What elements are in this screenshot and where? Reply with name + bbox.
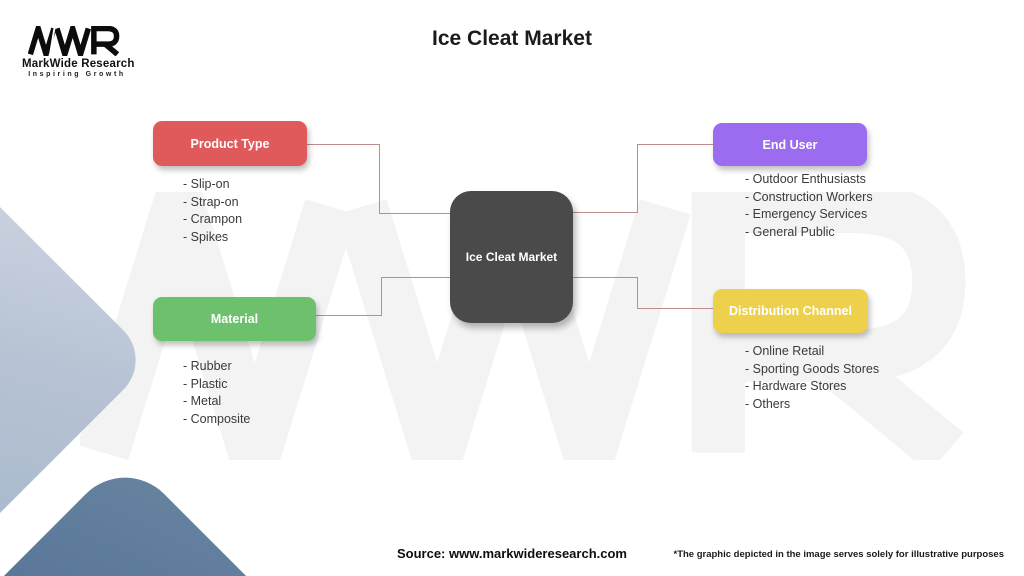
list-item: - Crampon [183,212,243,227]
list-item: - Construction Workers [745,189,873,204]
corner-diamond-dark [0,454,338,576]
list-item: - Strap-on [183,194,239,209]
list-item: - Others [745,396,791,411]
branch-label: Material [210,312,259,326]
connector-segment [637,144,713,145]
connector-segment [381,277,382,316]
list-item: - Hardware Stores [745,379,847,394]
mwr-logo-icon [28,26,120,56]
branch-box-end-user: End User [713,123,867,166]
item-list-distribution-channel: - Online Retail - Sporting Goods Stores … [745,343,879,413]
center-node-label: Ice Cleat Market [465,250,558,264]
list-item: - Spikes [183,229,229,244]
list-item: - Composite [183,411,251,426]
connector-segment [573,212,637,213]
connector-segment [381,277,450,278]
list-item: - Outdoor Enthusiasts [745,172,866,186]
list-item: - Slip-on [183,177,230,191]
list-item: - Online Retail [745,344,825,358]
item-list-product-type: - Slip-on - Strap-on - Crampon - Spikes [183,176,242,246]
connector-segment [316,315,381,316]
markwide-logo: MarkWide Research Inspiring Growth [22,26,135,78]
logo-company-name: MarkWide Research [22,58,135,70]
list-item: - Plastic [183,376,228,391]
connector-segment [307,144,379,145]
branch-label: Distribution Channel [729,304,852,318]
list-item: - Metal [183,394,222,409]
connector-segment [379,144,380,214]
disclaimer-text: *The graphic depicted in the image serve… [673,549,1005,560]
connector-segment [573,277,637,278]
logo-tagline: Inspiring Growth [28,71,126,78]
list-item: - Rubber [183,359,232,373]
connector-segment [637,277,638,309]
branch-label: End User [762,137,818,152]
branch-label: Product Type [190,136,270,151]
item-list-end-user: - Outdoor Enthusiasts - Construction Wor… [745,171,873,241]
connector-segment [379,213,450,214]
branch-box-material: Material [153,297,316,341]
item-list-material: - Rubber - Plastic - Metal - Composite [183,358,250,428]
connector-segment [637,308,713,309]
branch-box-product-type: Product Type [153,121,307,166]
source-text: Source: www.markwideresearch.com [396,546,627,561]
center-node: Ice Cleat Market [450,191,573,323]
list-item: - Emergency Services [745,207,868,222]
branch-box-distribution-channel: Distribution Channel [713,289,868,333]
list-item: - Sporting Goods Stores [745,361,880,376]
list-item: - General Public [745,224,835,239]
page-title: Ice Cleat Market [432,27,592,50]
connector-segment [637,144,638,213]
